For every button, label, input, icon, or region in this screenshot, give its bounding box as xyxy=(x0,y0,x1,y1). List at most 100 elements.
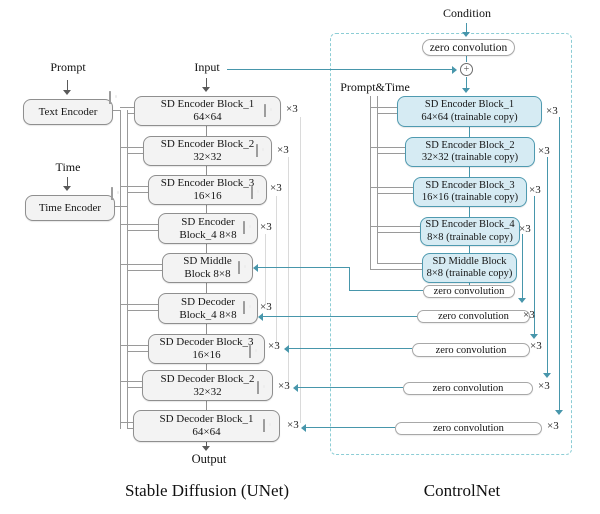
block-connector xyxy=(206,205,208,213)
block-subtitle: 16×16 xyxy=(192,349,221,361)
block-subtitle: 8×8 (trainable copy) xyxy=(427,231,513,243)
block-title: SD Middle Block xyxy=(432,255,507,267)
repeat-3x-label: ×3 xyxy=(538,380,550,392)
lock-icon xyxy=(251,381,264,395)
conditioning-bus-line xyxy=(120,110,122,429)
zeroconv-to-sum-line xyxy=(466,56,468,62)
repeat-3x-label: ×3 xyxy=(260,301,272,313)
block-connector xyxy=(206,283,208,293)
sum-to-block-arrowhead xyxy=(462,88,470,93)
prompt-label: Prompt xyxy=(50,60,86,74)
zeroconv-to-decoder-line xyxy=(306,427,395,429)
conditioning-branch xyxy=(120,107,134,109)
block-connector xyxy=(469,127,471,137)
block-title: SD Encoder Block_2 xyxy=(425,139,515,151)
prompt-time-bus-line xyxy=(370,96,372,270)
conditioning-branch xyxy=(127,230,158,232)
encoder-to-zeroconv-arrowhead xyxy=(518,298,526,303)
lock-icon xyxy=(245,186,258,200)
input-arrowhead xyxy=(202,87,210,92)
block-subtitle: 16×16 (trainable copy) xyxy=(421,192,519,203)
conditioning-branch xyxy=(127,192,148,194)
block-subtitle: 32×32 xyxy=(193,151,222,163)
time-encoder-output-line xyxy=(115,206,128,208)
lock-icon xyxy=(250,144,263,158)
output-label: Output xyxy=(191,452,227,466)
block-connector xyxy=(469,246,471,253)
conditioning-branch xyxy=(127,351,148,353)
encoder-to-zeroconv-line xyxy=(522,234,524,300)
block-title: SD Encoder xyxy=(181,215,235,228)
prompt-time-bus-line xyxy=(377,96,379,264)
block-title: SD Encoder Block_4 xyxy=(425,219,515,230)
repeat-3x-label: ×3 xyxy=(270,182,282,194)
block-label: Text Encoder xyxy=(38,105,98,118)
prompt-time-branch xyxy=(370,269,422,271)
unet-decoder-block-3: SD Decoder Block_3 16×16 xyxy=(148,334,265,364)
unet-encoder-block-3: SD Encoder Block_3 16×16 xyxy=(148,175,267,205)
block-title: SD Decoder Block_2 xyxy=(160,372,255,385)
lock-icon xyxy=(105,187,118,201)
block-subtitle: Block 8×8 xyxy=(184,268,231,280)
controlnet-title: ControlNet xyxy=(423,481,501,500)
condition-arrow xyxy=(466,23,468,33)
repeat-3x-label: ×3 xyxy=(529,184,541,196)
input-label: Input xyxy=(194,60,220,74)
sum-to-block-line xyxy=(466,77,468,89)
block-title: SD Middle xyxy=(183,255,232,267)
prompt-time-branch xyxy=(377,263,422,265)
lock-icon xyxy=(237,301,250,315)
conditioning-branch xyxy=(127,153,143,155)
controlnet-encoder-block-1: SD Encoder Block_1 64×64 (trainable copy… xyxy=(397,96,542,127)
zero-convolution-pill: zero convolution xyxy=(403,382,533,395)
zeroconv-to-decoder-arrowhead xyxy=(258,313,263,321)
zero-convolution-pill: zero convolution xyxy=(395,422,542,435)
repeat-3x-label: ×3 xyxy=(547,420,559,432)
prompt-time-branch xyxy=(370,187,413,189)
conditioning-branch xyxy=(127,270,162,272)
block-title: SD Encoder Block_2 xyxy=(160,138,255,150)
condition-arrowhead xyxy=(462,32,470,37)
lock-icon xyxy=(243,345,256,359)
repeat-3x-label: ×3 xyxy=(546,105,558,117)
unet-decoder-block-1: SD Decoder Block_1 64×64 xyxy=(133,410,280,442)
pill-label: zero convolution xyxy=(432,383,504,394)
block-connector xyxy=(206,364,208,370)
unet-decoder-block-2: SD Decoder Block_2 32×32 xyxy=(142,370,273,401)
lock-icon xyxy=(232,261,245,275)
block-title: SD Encoder Block_3 xyxy=(160,177,255,189)
lock-icon xyxy=(258,104,271,118)
zeroconv-to-decoder-arrowhead xyxy=(293,384,298,392)
block-connector xyxy=(206,401,208,410)
controlnet-middle-block: SD Middle Block 8×8 (trainable copy) xyxy=(422,253,517,283)
encoder-to-zeroconv-line xyxy=(547,157,549,375)
zero-convolution-pill: zero convolution xyxy=(417,310,530,323)
input-to-sum-arrowhead xyxy=(452,66,457,74)
block-connector xyxy=(206,324,208,334)
zero-convolution-pill: zero convolution xyxy=(422,39,515,56)
output-arrow xyxy=(206,442,208,447)
conditioning-bus-line xyxy=(127,110,129,429)
controlnet-encoder-block-2: SD Encoder Block_2 32×32 (trainable copy… xyxy=(405,137,535,167)
block-subtitle: 64×64 (trainable copy) xyxy=(421,111,518,123)
prompt-time-branch xyxy=(377,232,420,234)
input-arrow xyxy=(206,78,208,88)
lock-icon xyxy=(257,419,270,433)
conditioning-branch xyxy=(127,387,142,389)
text-encoder-block: Text Encoder xyxy=(23,91,113,125)
time-label: Time xyxy=(55,160,81,174)
prompt-time-branch xyxy=(370,147,405,149)
skip-connection-line xyxy=(288,157,290,382)
block-connector xyxy=(469,167,471,177)
block-connector xyxy=(469,207,471,217)
conditioning-branch xyxy=(120,224,158,226)
unet-decoder-block-4: SD Decoder Block_4 8×8 xyxy=(158,293,258,324)
pill-label: zero convolution xyxy=(433,286,505,297)
repeat-3x-label: ×3 xyxy=(278,380,290,392)
zero-convolution-pill: zero convolution xyxy=(412,343,530,357)
repeat-3x-label: ×3 xyxy=(530,340,542,352)
prompt-arrow xyxy=(67,80,69,91)
unet-middle-block: SD Middle Block 8×8 xyxy=(162,253,253,283)
zeroconv-to-middle-arrowhead xyxy=(253,264,258,272)
conditioning-branch xyxy=(120,345,148,347)
